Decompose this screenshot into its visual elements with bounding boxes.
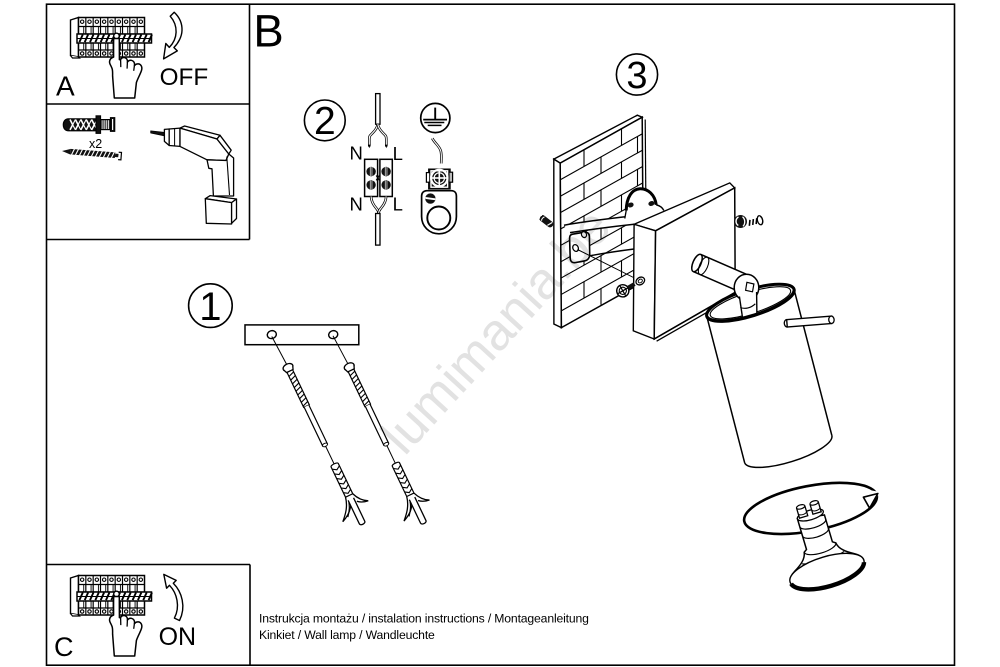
svg-text:x2: x2 xyxy=(89,137,102,151)
svg-text:N: N xyxy=(350,193,363,214)
svg-text:N: N xyxy=(350,143,363,164)
svg-text:Instrukcja montażu / instalati: Instrukcja montażu / instalation instruc… xyxy=(259,612,589,626)
svg-text:ON: ON xyxy=(159,623,197,651)
svg-text:C: C xyxy=(54,632,74,662)
svg-text:OFF: OFF xyxy=(160,64,209,91)
svg-text:1: 1 xyxy=(199,285,221,329)
svg-text:B: B xyxy=(253,6,283,57)
svg-text:2: 2 xyxy=(314,100,336,143)
svg-text:L: L xyxy=(393,194,403,215)
svg-text:A: A xyxy=(56,71,75,102)
svg-text:lumimania.be: lumimania.be xyxy=(371,198,623,465)
svg-text:3: 3 xyxy=(626,55,647,97)
svg-text:Kinkiet / Wall lamp / Wandleuc: Kinkiet / Wall lamp / Wandleuchte xyxy=(259,628,435,642)
svg-text:L: L xyxy=(393,143,403,164)
